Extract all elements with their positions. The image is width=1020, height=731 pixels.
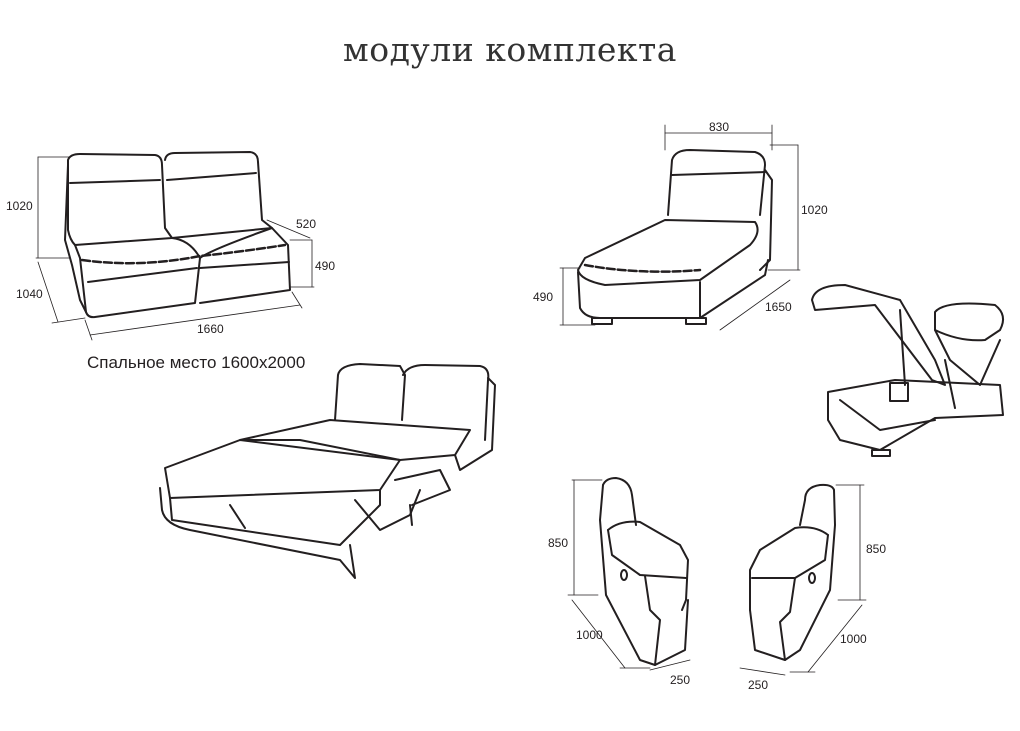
- armless-sofa-seat-depth-label: 520: [296, 217, 317, 231]
- armrest-left-height-label: 850: [548, 536, 569, 550]
- chaise-length-label: 1650: [765, 300, 792, 314]
- armrest-right-drawing: [739, 483, 867, 676]
- sofa-bed-unfolded-drawing: [159, 363, 496, 579]
- chaise-module-drawing: [559, 124, 801, 331]
- armrest-left-depth-label: 1000: [576, 628, 603, 642]
- armrest-right-height-label: 850: [866, 542, 887, 556]
- armrest-left-drawing: [567, 477, 691, 671]
- page-title: модули комплекта: [343, 30, 677, 69]
- armless-sofa-seat-height-label: 490: [315, 259, 336, 273]
- sleeping-area-caption: Спальное место 1600х2000: [87, 353, 306, 372]
- chaise-seat-height-label: 490: [533, 290, 554, 304]
- armless-sofa-width-label: 1660: [197, 322, 224, 336]
- armless-sofa-depth-label: 1040: [16, 287, 43, 301]
- chaise-storage-open-drawing: [811, 284, 1005, 457]
- armrest-left-width-label: 250: [670, 673, 691, 687]
- armrest-right-width-label: 250: [748, 678, 769, 692]
- chaise-width-label: 830: [709, 120, 730, 134]
- armrest-right-depth-label: 1000: [840, 632, 867, 646]
- armless-sofa-drawing: [35, 151, 315, 341]
- armless-sofa-height-label: 1020: [6, 199, 33, 213]
- chaise-height-label: 1020: [801, 203, 828, 217]
